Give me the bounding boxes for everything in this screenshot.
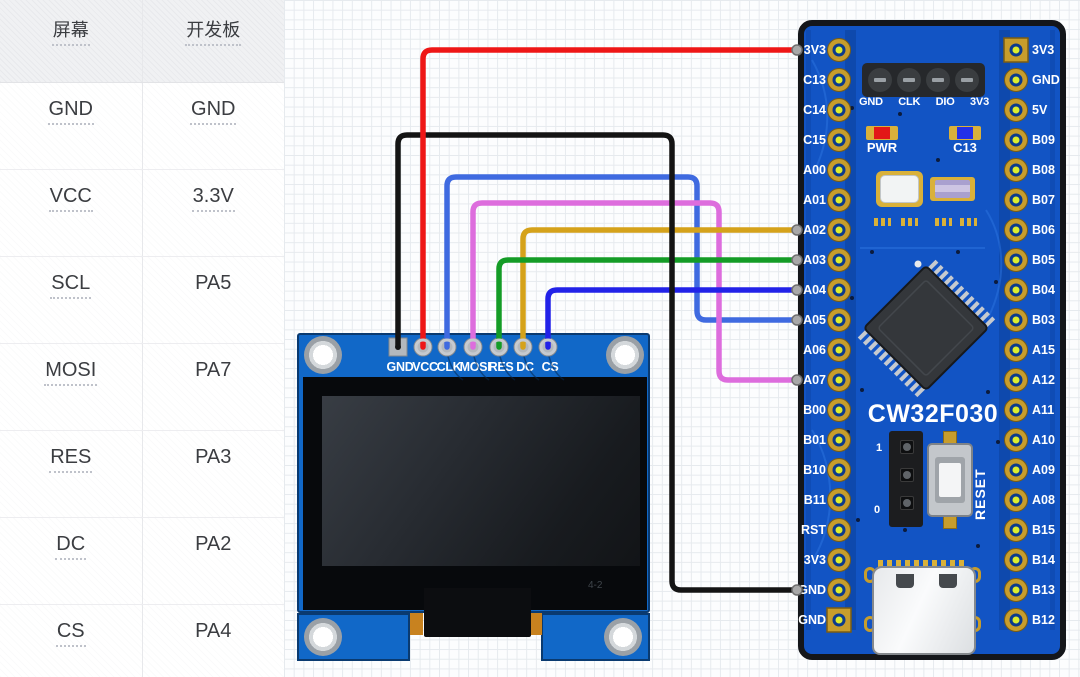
screen-pin: SCL [50, 272, 92, 299]
oled-pin-label-mosi: MOSI [459, 360, 491, 374]
crystal-oscillator [876, 171, 923, 207]
reset-button [927, 443, 973, 517]
table-row: DC PA2 [0, 518, 284, 605]
table-header-board: 开发板 [143, 0, 285, 82]
oled-screen-marking: 4-2 [588, 580, 603, 591]
jumper-label-0: 0 [874, 504, 881, 516]
board-title: CW32F030 [867, 400, 999, 428]
oled-glass-panel [322, 396, 640, 566]
smd-pads [901, 218, 918, 226]
screen-pin: MOSI [44, 359, 98, 386]
pin-mapping-table: 屏幕 开发板 GND GND VCC 3.3V SCL PA5 MOSI PA7… [0, 0, 285, 677]
swd-pin-socket [926, 68, 951, 92]
oled-pin-label-res: RES [488, 360, 514, 374]
oled-pin-label-vcc: VCC [412, 360, 438, 374]
oled-screen: 4-2 [303, 377, 647, 610]
screen-pin: VCC [48, 185, 93, 212]
smd-pads [935, 218, 952, 226]
power-led-label: PWR [866, 140, 898, 155]
c13-led-label: C13 [953, 140, 977, 155]
oled-mount-hole [304, 618, 342, 656]
screen-pin: RES [49, 446, 93, 473]
crystal-component [930, 177, 975, 201]
oled-fpc-side-right [531, 613, 542, 635]
table-row: MOSI PA7 [0, 344, 284, 431]
swd-debug-header [862, 63, 985, 97]
table-header-row: 屏幕 开发板 [0, 0, 284, 83]
oled-pin-label-clk: CLK [436, 360, 462, 374]
board-pin: 3.3V [191, 185, 235, 212]
usb-solder-pads [878, 560, 968, 568]
swd-labels: GND CLK DIO 3V3 [859, 96, 989, 108]
board-pin: PA5 [195, 272, 232, 294]
smd-pads [874, 218, 891, 226]
table-row: SCL PA5 [0, 257, 284, 344]
table-row: GND GND [0, 83, 284, 170]
c13-led [949, 126, 981, 140]
table-row: CS PA4 [0, 605, 284, 677]
oled-fpc-side-left [410, 613, 423, 635]
board-pin: PA4 [195, 620, 232, 642]
table-header-screen: 屏幕 [0, 0, 143, 82]
reset-button-tab [943, 516, 957, 529]
boot-jumper-header [889, 431, 923, 527]
oled-pin-label-dc: DC [516, 360, 534, 374]
board-pin: GND [190, 98, 237, 125]
board-pin: PA7 [195, 359, 232, 381]
table-row: VCC 3.3V [0, 170, 284, 257]
swd-pin-socket [867, 68, 892, 92]
table-row: RES PA3 [0, 431, 284, 518]
oled-pin-label-cs: CS [541, 360, 559, 374]
screen-pin: DC [55, 533, 87, 560]
power-led [866, 126, 898, 140]
oled-mount-hole [606, 336, 644, 374]
board-pin: PA2 [195, 533, 232, 555]
oled-pin-label-gnd: GND [386, 360, 414, 374]
reset-label: RESET [972, 468, 988, 520]
oled-mount-hole [604, 618, 642, 656]
oled-mount-hole [304, 336, 342, 374]
cw32f030-devboard: GND CLK DIO 3V3 PWR C13 CW32F030 1 0 [798, 20, 1066, 660]
screen-pin: CS [55, 620, 86, 647]
board-pin: PA3 [195, 446, 232, 468]
screen-pin: GND [47, 98, 94, 125]
usb-c-connector [872, 566, 976, 655]
smd-pads [960, 218, 977, 226]
swd-pin-socket [955, 68, 980, 92]
swd-pin-socket [896, 68, 921, 92]
jumper-label-1: 1 [876, 442, 883, 454]
oled-fpc-connector [424, 588, 531, 637]
